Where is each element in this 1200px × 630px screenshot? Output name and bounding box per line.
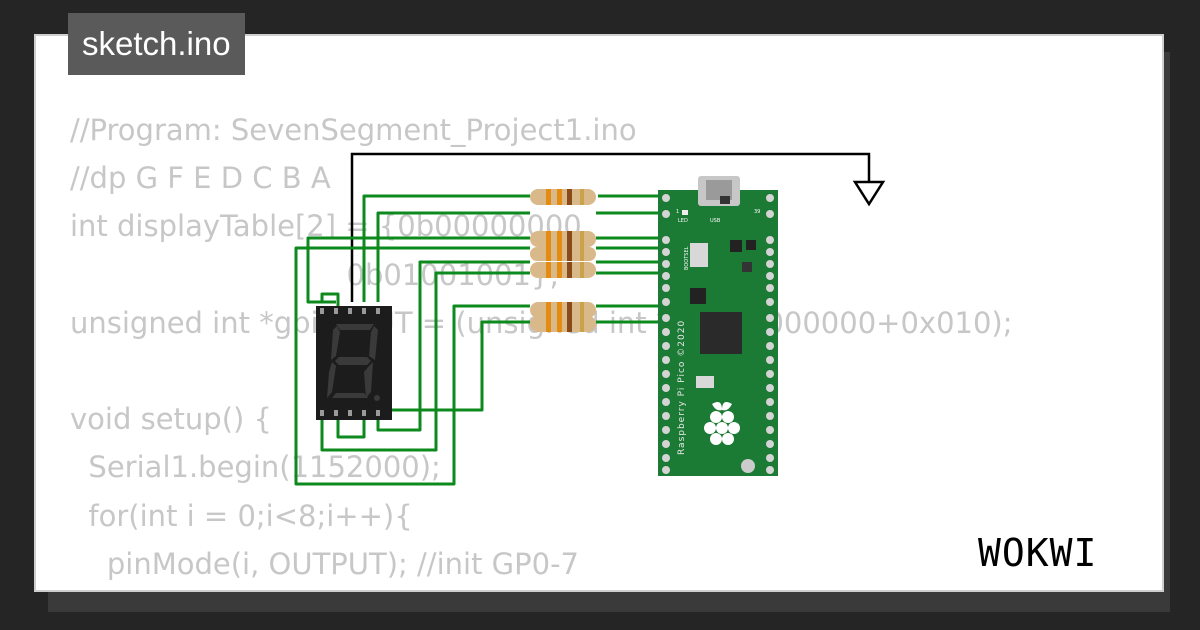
filename-tab[interactable]: sketch.ino [68,13,245,75]
bootsel-label: BOOTSEL [684,246,690,270]
usb-label: USB [710,218,721,224]
wires [294,194,664,486]
resistor [530,302,596,318]
pin-39-label: 39 [754,209,760,215]
wire [320,271,530,452]
code-line: void setup() { [70,402,272,437]
led-label: LED [678,218,688,224]
ground-symbol-icon [852,180,886,207]
code-line: Serial1.begin(1152000); [70,450,441,485]
wire [294,246,530,486]
code-line: //dp G F E D C B A [70,161,331,196]
preview-card: //Program: SevenSegment_Project1.ino //d… [34,34,1164,592]
board-name-label: Raspberry Pi Pico ©2020 [677,320,687,455]
pin-1-label: 1 [676,209,679,215]
pico-board: Raspberry Pi Pico ©2020 LED USB BOOTSEL … [658,176,778,476]
resistor [530,262,596,278]
wire [362,194,530,302]
code-line: //Program: SevenSegment_Project1.ino [70,113,637,147]
resistor [530,247,596,261]
wire [382,320,530,412]
code-line: for(int i = 0;i<8;i++){ [70,498,413,533]
wokwi-logo-text: WOKWI [978,531,1097,575]
resistor [530,231,596,247]
ground-wire [350,152,871,302]
seven-segment-display [316,306,392,420]
resistor [530,316,596,332]
wire [376,260,530,432]
code-line: pinMode(i, OUTPUT); //init GP0-7 [70,546,579,581]
wokwi-logo: WOKWI [978,531,1097,575]
raspberry-logo-icon [704,402,740,445]
resistor [530,189,596,205]
wire [376,211,530,302]
